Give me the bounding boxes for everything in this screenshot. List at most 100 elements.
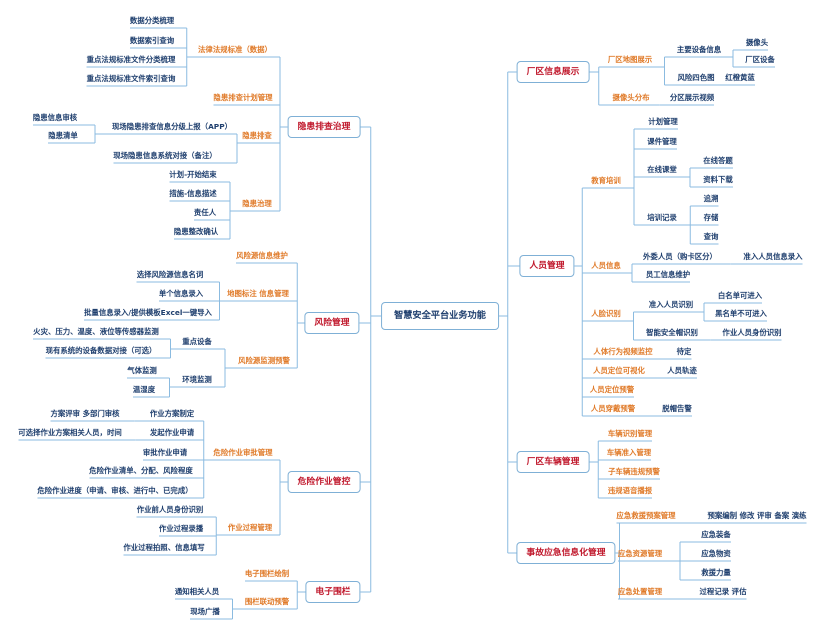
leaf-topic-r2a4b: 存储 xyxy=(703,213,719,222)
leaf-topic-r2c2a: 作业人员身份识别 xyxy=(722,328,782,337)
branch-topic-l1b: 隐患排查计划管理 xyxy=(213,93,273,102)
leaf-topic-l1a4: 重点法规标准文件索引查询 xyxy=(86,74,176,83)
branch-topic-r3a: 车辆识别管理 xyxy=(607,429,653,438)
leaf-topic-r2d1: 待定 xyxy=(676,347,692,356)
leaf-topic-r2c1a: 白名单可进入 xyxy=(717,291,763,300)
branch-topic-l4b: 围栏联动预警 xyxy=(244,597,290,606)
leaf-topic-r2c1b: 黑名单不可进入 xyxy=(715,309,767,318)
leaf-topic-l4b2: 现场广播 xyxy=(190,607,220,616)
main-topic-l2: 风险管理 xyxy=(304,312,360,334)
leaf-topic-l3b2: 作业过程录播 xyxy=(158,524,204,533)
leaf-topic-r2a1: 计划管理 xyxy=(648,117,678,126)
branch-topic-r2d: 人体行为视频监控 xyxy=(593,347,653,356)
leaf-topic-r2c1: 准入人员识别 xyxy=(648,300,694,309)
leaf-topic-l3a2a: 可选择作业方案相关人员，时间 xyxy=(18,428,122,437)
root-topic: 智慧安全平台业务功能 xyxy=(381,302,499,330)
branch-topic-l1d: 隐患治理 xyxy=(242,199,272,208)
main-topic-r2: 人员管理 xyxy=(519,255,575,277)
leaf-topic-l1d3: 责任人 xyxy=(193,208,217,217)
leaf-topic-r2g1: 脱帽告警 xyxy=(662,404,692,413)
leaf-topic-l2c2b: 温湿度 xyxy=(132,385,156,394)
branch-topic-l3a: 危险作业审批管理 xyxy=(213,448,273,457)
leaf-topic-l3a2: 发起作业申请 xyxy=(149,428,195,437)
branch-topic-l3b: 作业过程管理 xyxy=(227,523,273,532)
leaf-topic-l2c1b: 现有系统的设备数据对接（可选） xyxy=(45,346,157,355)
leaf-topic-l1a2: 数据索引查询 xyxy=(129,36,175,45)
leaf-topic-l3b3: 作业过程拍照、信息填写 xyxy=(123,543,205,552)
leaf-topic-l3a1: 作业方案制定 xyxy=(149,409,195,418)
main-topic-l3: 危险作业管控 xyxy=(287,471,361,493)
main-topic-r4: 事故应急信息化管理 xyxy=(516,542,616,564)
leaf-topic-l3a5: 危险作业进度（申请、审核、进行中、已完成） xyxy=(37,486,193,495)
leaf-topic-r4a1: 预案编制 修改 评审 备案 演练 xyxy=(707,511,807,520)
branch-topic-r4a: 应急救援预案管理 xyxy=(616,511,676,520)
leaf-topic-r1a1: 主要设备信息 xyxy=(676,45,722,54)
leaf-topic-r4b1: 应急装备 xyxy=(701,530,731,539)
branch-topic-r2g: 人员穿戴预警 xyxy=(590,404,636,413)
leaf-topic-l1d1: 计划-开始结束 xyxy=(169,170,217,179)
leaf-topic-r1a1b: 厂区设备 xyxy=(745,55,775,64)
leaf-topic-r1b1: 分区展示视频 xyxy=(669,93,715,102)
branch-topic-l2b: 地图标注 信息管理 xyxy=(227,289,289,298)
main-topic-r3: 厂区车辆管理 xyxy=(516,451,590,473)
leaf-topic-l4b1: 通知相关人员 xyxy=(174,587,220,596)
leaf-topic-l2c1a: 火灾、压力、温度、液位等传感器监测 xyxy=(33,327,159,336)
branch-topic-l4a: 电子围栏绘制 xyxy=(244,569,290,578)
branch-topic-r3c: 子车辆违规预警 xyxy=(608,467,660,476)
branch-topic-l1a: 法律法规标准（数据） xyxy=(198,45,272,54)
branch-topic-r2f: 人员定位预警 xyxy=(589,385,635,394)
leaf-topic-l1c1a: 隐患信息审核 xyxy=(32,113,78,122)
branch-topic-r2b: 人员信息 xyxy=(591,261,621,270)
leaf-topic-r1a2: 风险四色图 xyxy=(677,73,715,82)
leaf-topic-r4c1: 过程记录 评估 xyxy=(699,587,747,596)
branch-topic-r2c: 人脸识别 xyxy=(591,309,621,318)
leaf-topic-l3a4: 危险作业清单、分配、风险程度 xyxy=(89,466,193,475)
leaf-topic-r1a3: 红橙黄蓝 xyxy=(725,73,755,82)
leaf-topic-l2b3: 批量信息录入/提供模板Excel一键导入 xyxy=(84,308,212,317)
leaf-topic-r2a4: 培训记录 xyxy=(647,213,677,222)
branch-topic-r4c: 应急处置管理 xyxy=(617,587,663,596)
leaf-topic-l3a3: 审批作业申请 xyxy=(142,448,188,457)
branch-topic-r1a: 厂区地图展示 xyxy=(607,55,653,64)
leaf-topic-l1d2: 措施-信息描述 xyxy=(169,189,217,198)
branch-topic-r3d: 违规语音播报 xyxy=(607,486,653,495)
branch-topic-r3b: 车辆准入管理 xyxy=(606,448,652,457)
leaf-topic-r2a3a: 在线答题 xyxy=(703,156,733,165)
branch-topic-r1b: 摄像头分布 xyxy=(612,93,650,102)
leaf-topic-r2b1a: 准入人员信息录入 xyxy=(743,252,803,261)
main-topic-l4: 电子围栏 xyxy=(305,581,361,603)
branch-topic-r2e: 人员定位可视化 xyxy=(593,366,645,375)
leaf-topic-l3b1: 作业前人员身份识别 xyxy=(136,505,204,514)
leaf-topic-r4b2: 应急物资 xyxy=(701,549,731,558)
leaf-topic-l1c1: 现场隐患排查信息分级上报（APP） xyxy=(111,122,233,131)
leaf-topic-r2b2: 员工信息维护 xyxy=(645,270,691,279)
leaf-topic-r2a2: 课件管理 xyxy=(647,137,677,146)
leaf-topic-l1a3: 重点法规标准文件分类梳理 xyxy=(86,55,176,64)
leaf-topic-r2c2: 智能安全帽识别 xyxy=(646,328,698,337)
leaf-topic-l2b1: 选择风险源信息名词 xyxy=(136,270,204,279)
leaf-topic-l3a1a: 方案评审 多部门审核 xyxy=(50,409,120,418)
leaf-topic-r1a1a: 摄像头 xyxy=(745,38,769,47)
main-topic-l1: 隐患排查治理 xyxy=(287,116,361,138)
branch-topic-r2a: 教育培训 xyxy=(591,176,621,185)
leaf-topic-l1c1b: 隐患清单 xyxy=(48,131,78,140)
leaf-topic-l2c2: 环境监测 xyxy=(182,375,212,384)
branch-topic-l2a: 风险源信息维护 xyxy=(236,251,288,260)
leaf-topic-r2a3b: 资料下载 xyxy=(703,175,733,184)
branch-topic-r4b: 应急资源管理 xyxy=(617,549,663,558)
leaf-topic-l1d4: 隐患整改确认 xyxy=(173,227,219,236)
branch-topic-l1c: 隐患排查 xyxy=(242,131,272,140)
leaf-topic-l1a1: 数据分类梳理 xyxy=(129,16,175,25)
leaf-topic-r2a3: 在线课堂 xyxy=(647,165,677,174)
leaf-topic-r4b3: 救援力量 xyxy=(701,568,731,577)
leaf-topic-r2b1: 外委人员（购卡区分） xyxy=(643,252,717,261)
leaf-topic-r2a4a: 追溯 xyxy=(703,194,719,203)
leaf-topic-l2c1: 重点设备 xyxy=(182,337,212,346)
branch-topic-l2c: 风险源监测预警 xyxy=(238,356,290,365)
leaf-topic-l2b2: 单个信息录入 xyxy=(158,289,204,298)
leaf-topic-l2c2a: 气体监测 xyxy=(127,366,157,375)
leaf-topic-r2e1: 人员轨迹 xyxy=(667,366,697,375)
main-topic-r1: 厂区信息展示 xyxy=(516,61,590,83)
